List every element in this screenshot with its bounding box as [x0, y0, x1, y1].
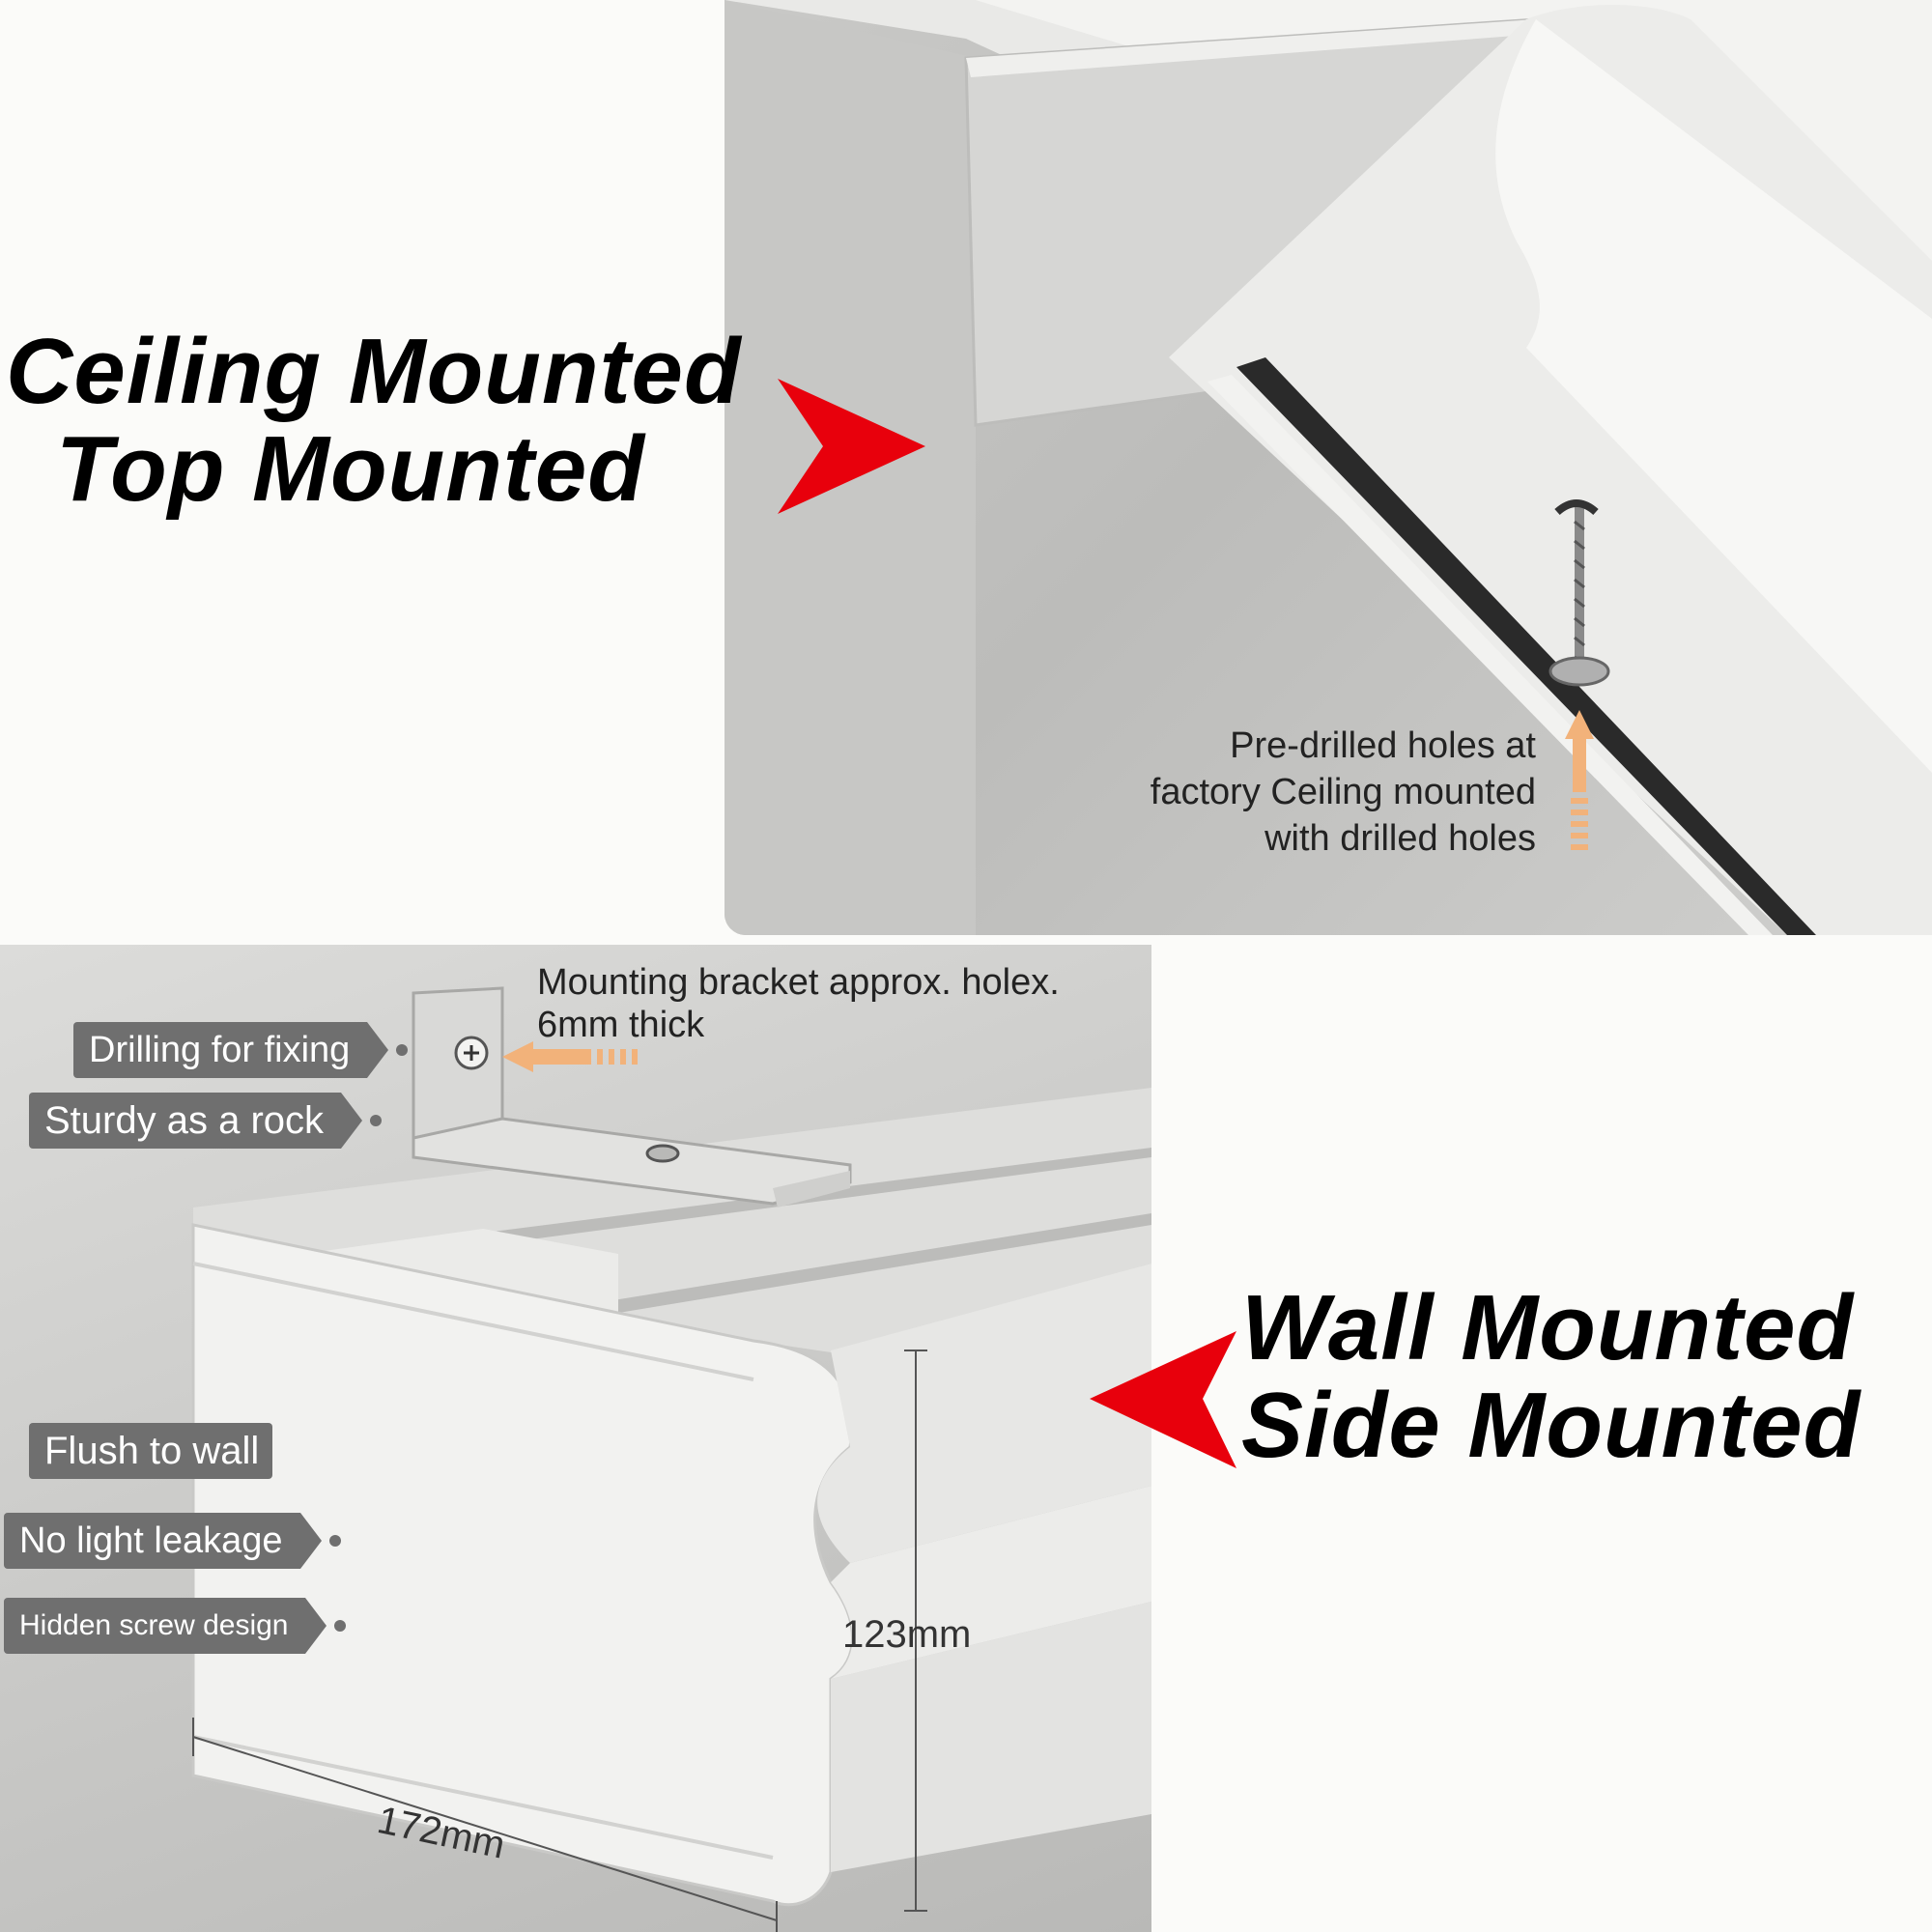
- predrilled-line1: Pre-drilled holes at: [1230, 725, 1536, 766]
- wall-heading-line2: Side Mounted: [1241, 1373, 1861, 1477]
- bracket-line2: 6mm thick: [537, 1005, 705, 1045]
- tag-sturdy-as-a-rock: Sturdy as a rock: [29, 1093, 383, 1149]
- mounting-bracket-note: Mounting bracket approx. holex. 6mm thic…: [537, 961, 1117, 1046]
- orange-up-arrow-icon: [1565, 710, 1594, 850]
- height-dimension-line: [904, 1350, 927, 1912]
- wall-mount-illustration: [191, 986, 1151, 1932]
- height-dimension-label: 123mm: [842, 1613, 972, 1656]
- wall-heading-line1: Wall Mounted: [1241, 1276, 1855, 1379]
- ceiling-mount-illustration: [724, 0, 1932, 935]
- tag-dot-icon: [396, 1044, 409, 1056]
- bracket-line1: Mounting bracket approx. holex.: [537, 962, 1060, 1003]
- tag-no-light-leakage: No light leakage: [4, 1513, 341, 1569]
- tag-sturdy-label: Sturdy as a rock: [44, 1099, 325, 1142]
- tag-drilling-label: Drilling for fixing: [89, 1030, 351, 1070]
- screw-icon: [1548, 499, 1610, 687]
- tag-dot-icon: [328, 1535, 341, 1547]
- wall-mounted-heading: Wall Mounted Side Mounted: [1241, 1276, 1861, 1477]
- tag-flush-label: Flush to wall: [44, 1430, 260, 1472]
- tag-light-label: No light leakage: [19, 1520, 283, 1561]
- width-dimension-line: [192, 1718, 778, 1932]
- ceiling-heading-line1: Ceiling Mounted: [6, 320, 742, 423]
- ceiling-heading-line2: Top Mounted: [56, 416, 645, 521]
- tag-hidden-screw-design: Hidden screw design: [4, 1598, 347, 1654]
- tag-dot-icon: [334, 1620, 347, 1632]
- tag-flush-to-wall: Flush to wall: [29, 1423, 273, 1479]
- ceiling-mounted-heading: Ceiling Mounted Top Mounted: [6, 320, 742, 521]
- tag-drilling-for-fixing: Drilling for fixing: [73, 1022, 409, 1078]
- tag-hidden-label: Hidden screw design: [19, 1609, 289, 1641]
- tag-dot-icon: [370, 1115, 383, 1126]
- ceiling-mount-photo: [724, 0, 1932, 935]
- predrilled-line3: with drilled holes: [1264, 818, 1536, 859]
- orange-left-arrow-icon: [502, 1041, 638, 1072]
- predrilled-holes-note: Pre-drilled holes at factory Ceiling mou…: [1034, 723, 1536, 862]
- predrilled-line2: factory Ceiling mounted: [1150, 772, 1536, 812]
